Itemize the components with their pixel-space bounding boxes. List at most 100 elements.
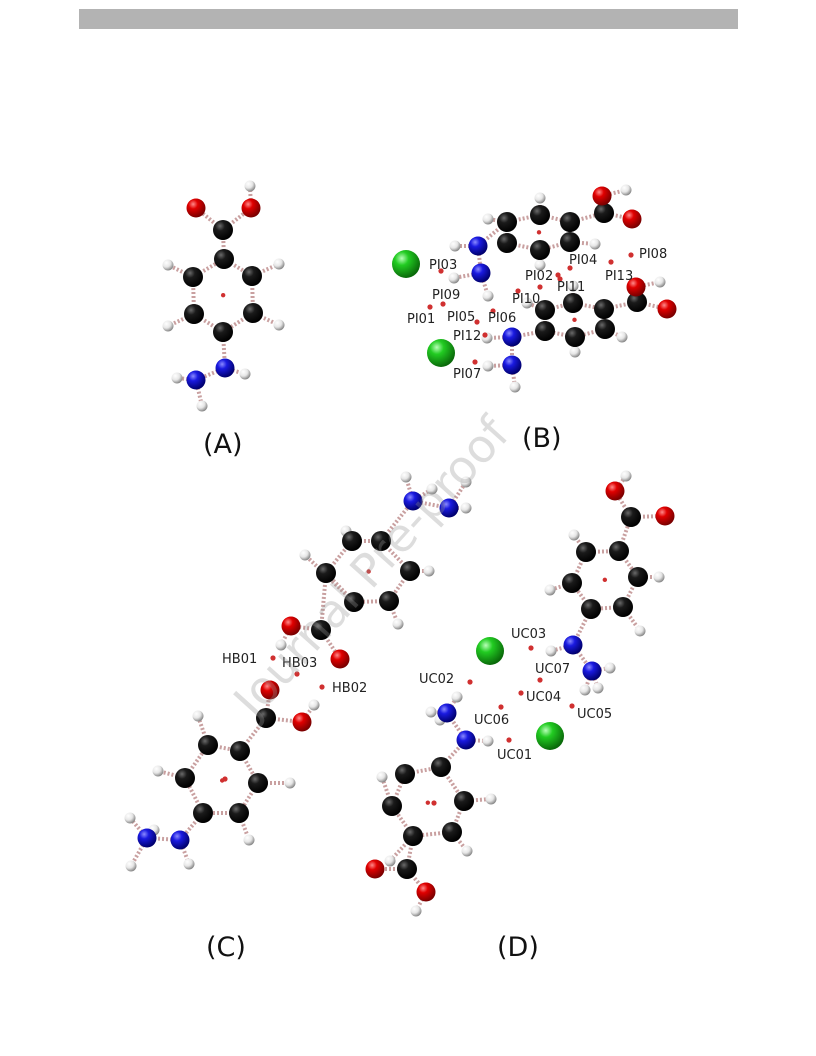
hydrogen-atom <box>545 645 557 657</box>
carbon-atom <box>213 220 233 240</box>
carbon-atom <box>397 859 417 879</box>
site-label: PI05 <box>447 310 475 325</box>
oxygen-atom <box>365 859 385 879</box>
nitrogen-atom <box>471 263 491 283</box>
hydrogen-atom <box>579 684 591 696</box>
hydrogen-atom <box>534 192 546 204</box>
hydrogen-atom <box>273 258 285 270</box>
hydrogen-atom <box>482 290 494 302</box>
site-label: HB03 <box>282 656 317 671</box>
header-bar <box>79 9 738 29</box>
carbon-atom <box>576 542 596 562</box>
hydrogen-atom <box>244 180 256 192</box>
chloride-ion <box>427 339 455 367</box>
site-label: PI12 <box>453 329 481 344</box>
carbon-atom <box>560 212 580 232</box>
nitrogen-atom <box>137 828 157 848</box>
carbon-atom <box>621 507 641 527</box>
carbon-atom <box>214 249 234 269</box>
hydrogen-atom <box>384 855 396 867</box>
critical-point-marker <box>518 690 524 696</box>
critical-point-marker <box>425 800 431 805</box>
carbon-atom <box>562 573 582 593</box>
hydrogen-atom <box>604 662 616 674</box>
hydrogen-atom <box>569 346 581 358</box>
site-labels-c: HB01 HB03 HB02 <box>222 652 367 696</box>
panel-label-c: (C) <box>206 932 246 963</box>
carbon-atom <box>230 741 250 761</box>
critical-point-marker <box>270 655 276 661</box>
hydrogen-atom <box>449 240 461 252</box>
hydrogen-atom <box>162 259 174 271</box>
critical-point-marker <box>567 265 573 271</box>
hydrogen-atom <box>162 320 174 332</box>
carbon-atom <box>242 266 262 286</box>
critical-point-marker <box>427 304 433 310</box>
bond <box>379 539 412 573</box>
hydrogen-atom <box>273 319 285 331</box>
hydrogen-atom <box>592 682 604 694</box>
carbon-atom <box>594 299 614 319</box>
hydrogen-atom <box>482 360 494 372</box>
critical-point-marker <box>515 288 521 294</box>
site-label: UC02 <box>419 672 454 687</box>
atoms-layer <box>124 180 677 917</box>
hydrogen-atom <box>152 765 164 777</box>
carbon-atom <box>581 599 601 619</box>
carbon-atom <box>627 292 647 312</box>
chloride-ion <box>536 722 564 750</box>
bond <box>439 765 466 803</box>
site-labels-d: UC03 UC07 UC02 UC04 UC05 UC06 UC01 <box>419 627 612 763</box>
carbon-atom <box>184 304 204 324</box>
critical-point-marker <box>294 671 300 677</box>
panel-label-b: (B) <box>522 423 562 454</box>
hydrogen-atom <box>521 297 533 309</box>
carbon-atom <box>311 620 331 640</box>
hydrogen-atom <box>124 812 136 824</box>
hydrogen-atom <box>392 618 404 630</box>
critical-point-marker <box>438 268 444 274</box>
hydrogen-atom <box>482 735 494 747</box>
site-label: HB02 <box>332 681 367 696</box>
site-label: PI02 <box>525 269 553 284</box>
hydrogen-atom <box>568 529 580 541</box>
panel-label-a: (A) <box>203 429 243 460</box>
critical-point-marker <box>319 684 325 690</box>
critical-point-marker <box>572 317 577 323</box>
hydrogen-atom <box>239 368 251 380</box>
oxygen-atom <box>622 209 642 229</box>
hydrogen-atom <box>400 471 412 483</box>
hydrogen-atom <box>460 476 472 488</box>
panel-label-d: (D) <box>497 932 539 963</box>
critical-point-marker <box>472 359 478 365</box>
carbon-atom <box>594 203 614 223</box>
critical-point-marker <box>220 292 226 298</box>
critical-point-marker <box>474 319 480 325</box>
carbon-atom <box>609 541 629 561</box>
hydrogen-atom <box>460 502 472 514</box>
oxygen-atom <box>416 882 436 902</box>
hydrogen-atom <box>376 771 388 783</box>
carbon-atom <box>400 561 420 581</box>
carbon-atom <box>213 322 233 342</box>
hydrogen-atom <box>509 381 521 393</box>
hydrogen-atom <box>275 639 287 651</box>
carbon-atom <box>229 803 249 823</box>
carbon-atom <box>497 233 517 253</box>
hydrogen-atom <box>634 625 646 637</box>
hydrogen-atom <box>299 549 311 561</box>
hydrogen-atom <box>171 372 183 384</box>
carbon-atom <box>183 267 203 287</box>
bond <box>238 716 268 753</box>
oxygen-atom <box>292 712 312 732</box>
oxygen-atom <box>626 277 646 297</box>
nitrogen-atom <box>403 491 423 511</box>
hydrogen-atom <box>284 777 296 789</box>
hydrogen-atom <box>461 845 473 857</box>
chloride-ion <box>392 250 420 278</box>
hydrogen-atom <box>589 238 601 250</box>
hydrogen-atom <box>485 793 497 805</box>
carbon-atom <box>342 531 362 551</box>
carbon-atom <box>454 791 474 811</box>
hydrogen-atom <box>423 565 435 577</box>
